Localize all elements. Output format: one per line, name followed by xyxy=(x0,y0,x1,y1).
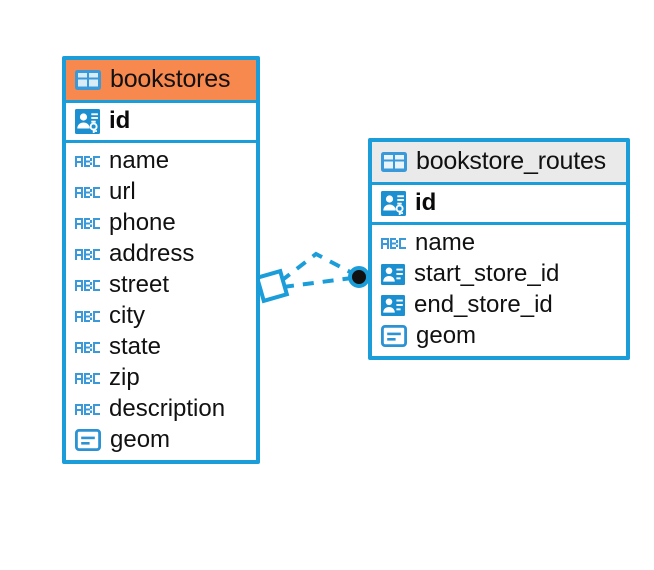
field-row[interactable]: state xyxy=(66,332,256,363)
field-row[interactable]: name xyxy=(66,146,256,177)
field-label: name xyxy=(109,147,170,174)
geometry-icon xyxy=(381,325,407,347)
field-row[interactable]: name xyxy=(372,228,626,259)
field-row[interactable]: end_store_id xyxy=(372,290,626,321)
entity-title: bookstores xyxy=(110,65,231,93)
foreign-key-icon xyxy=(381,263,405,285)
field-row[interactable]: street xyxy=(66,270,256,301)
field-row[interactable]: url xyxy=(66,177,256,208)
entity-primary-key-row[interactable]: id xyxy=(372,182,626,225)
field-label: url xyxy=(109,178,136,205)
abc-text-icon xyxy=(75,278,100,293)
field-label: geom xyxy=(416,322,477,349)
foreign-key-icon xyxy=(381,294,405,316)
field-label: geom xyxy=(110,426,171,453)
abc-text-icon xyxy=(75,154,100,169)
abc-text-icon xyxy=(75,309,100,324)
entity-field-list: name start_store_id xyxy=(372,225,626,356)
field-label: zip xyxy=(109,364,140,391)
abc-text-icon xyxy=(75,371,100,386)
entity-header-bookstore-routes[interactable]: bookstore_routes xyxy=(372,142,626,182)
primary-key-icon xyxy=(381,190,406,216)
field-row[interactable]: description xyxy=(66,394,256,425)
field-row[interactable]: start_store_id xyxy=(372,259,626,290)
abc-text-icon xyxy=(75,185,100,200)
abc-text-icon xyxy=(75,340,100,355)
filled-circle-endpoint-icon xyxy=(348,266,370,288)
primary-key-label: id xyxy=(415,189,437,216)
entity-title: bookstore_routes xyxy=(416,147,606,175)
primary-key-icon xyxy=(75,108,100,134)
field-label: description xyxy=(109,395,226,422)
field-label: address xyxy=(109,240,195,267)
field-row[interactable]: city xyxy=(66,301,256,332)
entity-primary-key-row[interactable]: id xyxy=(66,100,256,143)
field-row[interactable]: phone xyxy=(66,208,256,239)
relationship-line-arched xyxy=(279,251,355,283)
table-icon xyxy=(75,69,101,90)
entity-header-bookstores[interactable]: bookstores xyxy=(66,60,256,100)
abc-text-icon xyxy=(75,216,100,231)
diamond-endpoint-icon xyxy=(254,268,290,304)
field-label: street xyxy=(109,271,170,298)
field-row[interactable]: geom xyxy=(66,425,256,456)
entity-bookstores[interactable]: bookstores id xyxy=(62,56,260,464)
field-label: name xyxy=(415,229,476,256)
relationship-line-straight xyxy=(282,276,353,289)
primary-key-label: id xyxy=(109,107,131,134)
abc-text-icon xyxy=(75,247,100,262)
field-row[interactable]: zip xyxy=(66,363,256,394)
geometry-icon xyxy=(75,429,101,451)
field-row[interactable]: geom xyxy=(372,321,626,352)
table-icon xyxy=(381,151,407,172)
field-label: phone xyxy=(109,209,176,236)
field-label: state xyxy=(109,333,162,360)
field-row[interactable]: address xyxy=(66,239,256,270)
abc-text-icon xyxy=(75,402,100,417)
abc-text-icon xyxy=(381,236,406,251)
entity-field-list: name u xyxy=(66,143,256,460)
field-label: start_store_id xyxy=(414,260,560,287)
field-label: city xyxy=(109,302,145,329)
entity-bookstore-routes[interactable]: bookstore_routes id xyxy=(368,138,630,360)
field-label: end_store_id xyxy=(414,291,553,318)
